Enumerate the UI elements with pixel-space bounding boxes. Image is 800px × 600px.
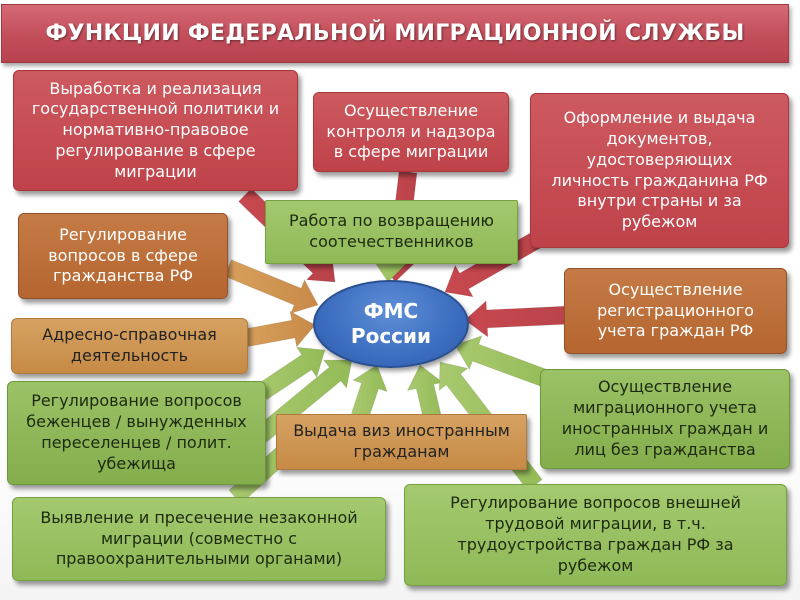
box-line: учета граждан РФ: [597, 321, 754, 341]
box-return: Работа по возвращению соотечественников: [265, 200, 518, 264]
box-registration: Осуществление регистрационного учета гра…: [564, 268, 787, 354]
center-line: России: [350, 324, 432, 348]
box-line: соотечественников: [309, 232, 474, 251]
arrow-migration-account: [454, 334, 559, 392]
box-line: переселенцев / полит.: [41, 433, 232, 452]
box-line: государственной политики и: [31, 99, 280, 119]
box-line: Работа по возвращению: [288, 211, 494, 231]
box-line: гражданам: [353, 442, 450, 461]
box-documents: Оформление и выдача документов, удостове…: [530, 93, 789, 248]
box-line: убежища: [97, 453, 176, 473]
box-line: удостоверяющих: [586, 149, 733, 169]
box-line: трудовой миграции, в т.ч.: [485, 514, 706, 534]
box-line: Осуществление: [343, 100, 479, 120]
box-line: Адресно-справочная: [42, 325, 217, 345]
box-line: Регулирование вопросов внешней: [450, 493, 741, 513]
box-visas: Выдача виз иностранным гражданам: [276, 414, 527, 470]
box-address: Адресно-справочная деятельность: [11, 318, 248, 374]
box-refugees: Регулирование вопросов беженцев / вынужд…: [7, 381, 266, 485]
box-line: Выдача виз иностранным: [293, 421, 510, 441]
box-citizenship: Регулирование вопросов в сфере гражданст…: [18, 213, 228, 299]
box-policy: Выработка и реализация государственной п…: [13, 70, 298, 191]
box-line: рубежом: [557, 555, 634, 575]
box-line: Оформление и выдача: [563, 108, 756, 128]
box-line: в сфере миграции: [333, 142, 489, 162]
box-line: Осуществление: [597, 377, 733, 397]
box-line: Выявление и пресечение незаконной: [40, 507, 358, 527]
box-labor: Регулирование вопросов внешней трудовой …: [404, 484, 787, 586]
title-bar: ФУНКЦИИ ФЕДЕРАЛЬНОЙ МИГРАЦИОННОЙ СЛУЖБЫ: [1, 4, 789, 63]
page-title: ФУНКЦИИ ФЕДЕРАЛЬНОЙ МИГРАЦИОННОЙ СЛУЖБЫ: [45, 21, 745, 46]
box-line: Осуществление: [608, 279, 743, 299]
box-line: гражданства РФ: [53, 266, 193, 286]
box-line: личность гражданина РФ: [551, 170, 768, 190]
box-line: контроля и надзора: [326, 121, 496, 141]
arrow-refugees-1: [256, 346, 326, 401]
box-line: нормативно-правовое: [62, 120, 249, 140]
box-line: регулирование в сфере: [55, 140, 256, 160]
arrow-visas-1: [350, 364, 388, 420]
box-line: регистрационного: [597, 300, 754, 320]
box-line: вопросов в сфере: [48, 245, 198, 265]
box-line: Регулирование: [59, 224, 187, 244]
box-line: внутри страны и за: [577, 191, 742, 211]
arrow-citizenship: [223, 259, 319, 315]
arrow-address: [242, 310, 316, 348]
center-line: ФМС: [363, 299, 419, 323]
box-illegal: Выявление и пресечение незаконной миграц…: [12, 497, 386, 581]
center-node-fms: ФМС России: [313, 280, 469, 368]
box-line: документов,: [606, 128, 713, 148]
box-line: рубежом: [621, 212, 698, 232]
box-line: миграции (совместно с: [100, 528, 298, 548]
box-line: Выработка и реализация: [49, 78, 262, 98]
arrow-visas-2: [406, 364, 444, 419]
box-control: Осуществление контроля и надзора в сфере…: [313, 92, 509, 172]
box-line: трудоустройства граждан РФ за: [457, 535, 734, 554]
box-line: Регулирование вопросов: [31, 391, 242, 411]
box-line: беженцев / вынужденных: [26, 412, 247, 432]
box-line: деятельность: [70, 346, 189, 365]
box-line: лиц без гражданства: [574, 439, 756, 459]
box-line: миграционного учета: [573, 398, 757, 418]
box-line: иностранных граждан и: [561, 419, 769, 438]
box-line: миграции: [114, 161, 197, 181]
box-migration-account: Осуществление миграционного учета иностр…: [540, 369, 790, 469]
arrow-registration: [464, 299, 571, 338]
box-line: правоохранительными органами): [55, 549, 343, 569]
